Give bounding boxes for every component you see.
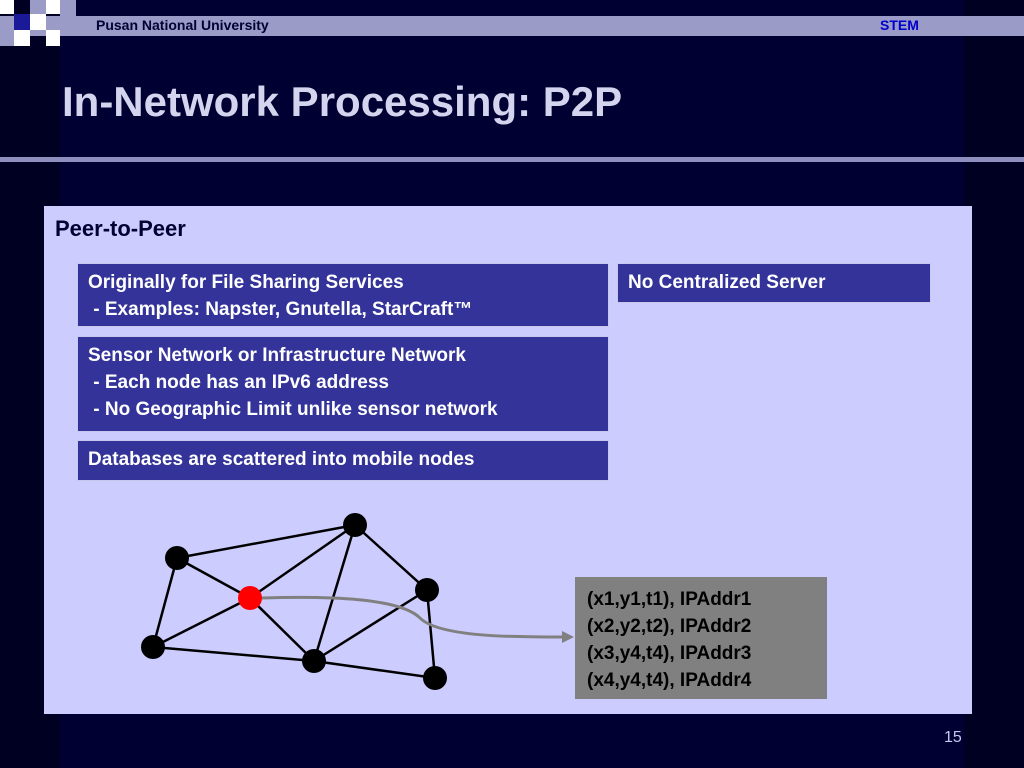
- title-divider: [0, 157, 1024, 162]
- address-entry: (x2,y2,t2), IPAddr2: [587, 616, 752, 637]
- address-table: (x1,y1,t1), IPAddr1 (x2,y2,t2), IPAddr2 …: [575, 577, 827, 699]
- file-sharing-line: Originally for File Sharing Services: [88, 272, 404, 293]
- peer-node: [343, 513, 367, 537]
- checker-logo: [0, 0, 76, 46]
- no-server-box: No Centralized Server: [617, 263, 931, 303]
- lab-label: STEM: [880, 17, 919, 33]
- peer-node: [423, 666, 447, 690]
- query-arrowhead: [562, 631, 574, 643]
- edge: [312, 524, 357, 662]
- querying-node-red: [238, 586, 262, 610]
- edge: [249, 523, 356, 600]
- file-sharing-examples-line: - Examples: Napster, Gnutella, StarCraft…: [88, 299, 473, 320]
- edge: [152, 596, 251, 649]
- address-entry: (x3,y4,t4), IPAddr3: [587, 643, 752, 664]
- edge: [313, 659, 436, 680]
- databases-box: Databases are scattered into mobile node…: [77, 440, 609, 481]
- edge: [425, 589, 437, 679]
- institution-label: Pusan National University: [96, 17, 269, 33]
- peer-node: [415, 578, 439, 602]
- address-entry: (x4,y4,t4), IPAddr4: [587, 670, 752, 691]
- edge: [249, 597, 315, 662]
- right-margin-band: [964, 0, 1024, 768]
- edge: [313, 588, 428, 663]
- section-heading: Peer-to-Peer: [55, 216, 186, 241]
- geographic-limit-line: - No Geographic Limit unlike sensor netw…: [88, 399, 498, 420]
- peer-node: [302, 649, 326, 673]
- ipv6-line: - Each node has an IPv6 address: [88, 372, 389, 393]
- peer-node: [141, 635, 165, 659]
- page-number: 15: [944, 729, 962, 746]
- edge: [152, 645, 315, 663]
- no-server-line: No Centralized Server: [628, 272, 826, 293]
- query-arrow: [261, 595, 567, 639]
- edge: [176, 523, 356, 560]
- edge: [354, 524, 428, 591]
- sensor-network-line: Sensor Network or Infrastructure Network: [88, 345, 466, 366]
- edge: [176, 556, 251, 600]
- slide-title: In-Network Processing: P2P: [62, 78, 623, 125]
- databases-line: Databases are scattered into mobile node…: [88, 449, 475, 470]
- header-bar: [0, 16, 1024, 36]
- sensor-network-box: Sensor Network or Infrastructure Network…: [77, 336, 609, 432]
- edge: [151, 557, 179, 648]
- address-entry: (x1,y1,t1), IPAddr1: [587, 589, 752, 610]
- peer-node: [165, 546, 189, 570]
- file-sharing-box: Originally for File Sharing Services - E…: [77, 263, 609, 327]
